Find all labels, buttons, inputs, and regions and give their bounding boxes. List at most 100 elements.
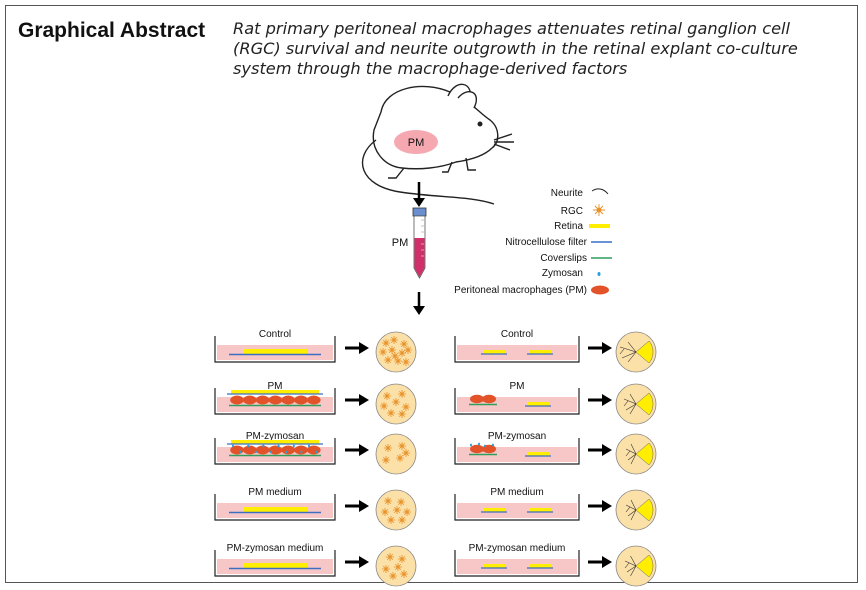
row-arrow — [345, 444, 369, 456]
retina-piece — [527, 402, 549, 406]
rgc-cell — [386, 408, 396, 418]
rgc-cell — [396, 497, 406, 507]
right-condition-label: Control — [501, 329, 533, 340]
macrophage — [255, 395, 270, 405]
rgc-dendrites — [386, 515, 396, 525]
dish-outline — [454, 550, 580, 577]
zymosan-particle — [270, 450, 272, 454]
dish-outline — [214, 494, 336, 521]
rgc-dendrites — [390, 351, 400, 361]
right-condition-label: PM-zymosan — [488, 431, 546, 442]
tube-pm-label: PM — [392, 237, 409, 249]
zymosan-particle — [262, 444, 265, 448]
neurite-lines — [625, 499, 637, 521]
right-row-5: PM-zymosan medium — [454, 543, 657, 587]
zymosan-particle — [300, 450, 303, 454]
rgc-dendrites — [380, 507, 390, 517]
arrow-head — [602, 500, 612, 512]
rgc-cell — [397, 515, 407, 525]
right-row-2: PM — [454, 381, 657, 425]
zymosan-particle — [484, 444, 486, 448]
retina-piece — [483, 508, 505, 512]
legend-label-rgc: RGC — [561, 206, 583, 217]
right-condition-label: PM medium — [490, 487, 543, 498]
rgc-cell — [392, 505, 402, 515]
arrow-head — [359, 556, 369, 568]
zymosan-particle — [492, 443, 494, 447]
legend-label-coverslip: Coverslips — [540, 253, 587, 264]
zymosan-particle — [247, 444, 250, 448]
rgc-cell — [391, 397, 401, 407]
arrow-mouse-to-tube — [413, 182, 425, 207]
mouse-tail — [361, 139, 495, 205]
zymosan-particle — [470, 443, 472, 447]
row-arrow — [345, 556, 369, 568]
rgc-cell — [393, 356, 403, 366]
zymosan-particle — [277, 444, 280, 448]
culture-medium — [457, 345, 577, 360]
row-arrow — [345, 394, 369, 406]
explant-view — [375, 433, 417, 475]
rgc-dendrites — [381, 564, 391, 574]
row-arrow — [588, 556, 612, 568]
retina-strip — [231, 390, 319, 394]
rgc-dendrites — [399, 569, 409, 579]
dish-outline — [214, 336, 336, 363]
rgc-dendrites — [393, 356, 403, 366]
macrophage — [470, 394, 484, 404]
macrophage — [281, 445, 296, 455]
row-arrow — [588, 342, 612, 354]
left-row-5: PM-zymosan medium — [214, 543, 417, 587]
retina-explant-wedge — [635, 498, 654, 522]
rgc-dendrites — [392, 505, 402, 515]
rgc-cell — [386, 515, 396, 525]
macrophage-icon — [591, 285, 609, 295]
dish-outline — [454, 438, 580, 465]
rgc-cell — [381, 564, 391, 574]
abstract-subtitle: Rat primary peritoneal macrophages atten… — [233, 19, 798, 78]
rgc-dendrites — [387, 345, 397, 355]
rgc-cell — [389, 335, 399, 345]
rgc-dendrites — [397, 389, 407, 399]
left-condition-label: PM — [268, 381, 283, 392]
rgc-cell — [387, 345, 397, 355]
rgc-cell — [401, 357, 411, 367]
rgc-dendrites — [396, 497, 406, 507]
row-arrow — [588, 394, 612, 406]
retina-strip — [243, 349, 307, 354]
macrophage — [255, 445, 270, 455]
rgc-cell — [381, 338, 391, 348]
rgc-cell — [403, 345, 413, 355]
mouse-front-legs — [442, 157, 476, 173]
row-arrow — [588, 444, 612, 456]
left-row-4: PM medium — [214, 487, 417, 531]
dish-outline — [214, 438, 336, 465]
rgc-dendrites — [397, 515, 407, 525]
legend-label-neurite: Neurite — [551, 188, 584, 199]
arrow-head — [359, 394, 369, 406]
retina-icon — [589, 224, 610, 228]
retina-explant-wedge — [635, 340, 654, 364]
rgc-cell — [388, 571, 398, 581]
macrophage — [470, 444, 484, 454]
rgc-dendrites — [397, 409, 407, 419]
right-condition-label: PM — [510, 381, 525, 392]
rgc-dendrites — [381, 338, 391, 348]
rgc-dendrites — [383, 443, 393, 453]
rgc-dendrites — [401, 357, 411, 367]
pm-tube — [412, 207, 427, 279]
legend-label-retina: Retina — [554, 221, 583, 232]
rgc-cell — [381, 455, 391, 465]
rgc-dendrites — [383, 496, 393, 506]
legend-label-filter: Nitrocellulose filter — [505, 237, 587, 248]
rgc-dendrites — [395, 453, 405, 463]
macrophage — [307, 395, 321, 405]
rgc-dendrites — [393, 562, 403, 572]
culture-medium — [457, 559, 577, 574]
rgc-cell — [380, 507, 390, 517]
rgc-dendrites — [379, 401, 389, 411]
retina-piece — [529, 350, 551, 354]
rgc-dendrites — [399, 339, 409, 349]
rgc-cell — [385, 552, 395, 562]
zymosan-particle — [308, 444, 310, 448]
